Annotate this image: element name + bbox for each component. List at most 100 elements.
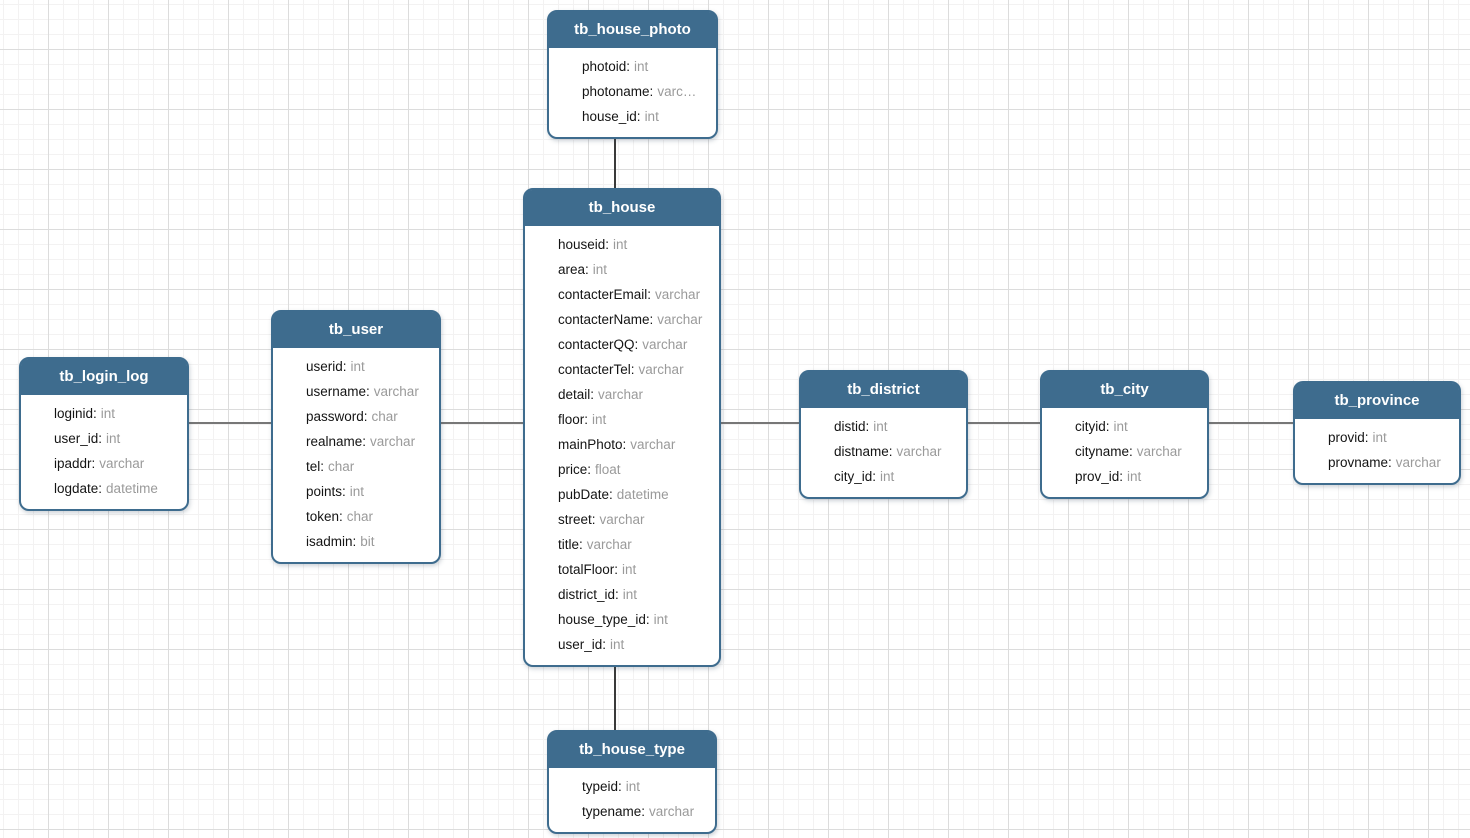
table-header-tb_province[interactable]: tb_province xyxy=(1295,383,1459,419)
field-name: provname: xyxy=(1328,455,1392,470)
field-name: contacterTel: xyxy=(558,362,635,377)
field-row-photoname: photoname:varc… xyxy=(549,79,716,104)
field-type: varchar xyxy=(373,384,419,399)
field-row-loginid: loginid:int xyxy=(21,401,187,426)
table-title: tb_user xyxy=(328,321,384,338)
field-name: tel: xyxy=(306,459,325,474)
field-type: int xyxy=(1113,419,1128,434)
field-name: photoid: xyxy=(582,59,631,74)
field-row-houseid: houseid:int xyxy=(525,232,719,257)
field-name: logdate: xyxy=(54,481,103,496)
field-row-district_id: district_id:int xyxy=(525,582,719,607)
field-row-photoid: photoid:int xyxy=(549,54,716,79)
field-row-contacterTel: contacterTel:varchar xyxy=(525,357,719,382)
field-name: detail: xyxy=(558,387,595,402)
field-type: int xyxy=(634,59,649,74)
table-title: tb_login_log xyxy=(59,368,149,385)
field-type: int xyxy=(1127,469,1142,484)
field-row-prov_id: prov_id:int xyxy=(1042,464,1207,489)
connector-tb_district-tb_city[interactable] xyxy=(964,422,1044,424)
field-name: houseid: xyxy=(558,237,610,252)
field-name: user_id: xyxy=(558,637,607,652)
field-type: varchar xyxy=(638,362,684,377)
table-header-tb_city[interactable]: tb_city xyxy=(1042,372,1207,408)
field-row-user_id: user_id:int xyxy=(525,632,719,657)
field-name: district_id: xyxy=(558,587,619,602)
field-type: datetime xyxy=(616,487,669,502)
field-type: int xyxy=(880,469,895,484)
table-title: tb_city xyxy=(1100,381,1149,398)
field-type: int xyxy=(610,637,625,652)
field-row-contacterName: contacterName:varchar xyxy=(525,307,719,332)
field-row-points: points:int xyxy=(273,479,439,504)
field-row-city_id: city_id:int xyxy=(801,464,966,489)
field-name: contacterQQ: xyxy=(558,337,639,352)
field-type: varchar xyxy=(586,537,632,552)
table-title: tb_province xyxy=(1334,392,1420,409)
field-name: mainPhoto: xyxy=(558,437,627,452)
table-header-tb_district[interactable]: tb_district xyxy=(801,372,966,408)
connector-tb_city-tb_province[interactable] xyxy=(1205,422,1297,424)
field-row-contacterEmail: contacterEmail:varchar xyxy=(525,282,719,307)
field-type: varchar xyxy=(630,437,676,452)
field-type: varchar xyxy=(370,434,416,449)
connector-tb_house_photo-tb_house[interactable] xyxy=(614,130,616,192)
table-title: tb_house xyxy=(588,199,656,216)
field-row-pubDate: pubDate:datetime xyxy=(525,482,719,507)
field-row-provname: provname:varchar xyxy=(1295,450,1459,475)
field-row-price: price:float xyxy=(525,457,719,482)
field-type: bit xyxy=(360,534,375,549)
connector-tb_user-tb_house[interactable] xyxy=(437,422,527,424)
field-type: int xyxy=(613,237,628,252)
field-row-cityid: cityid:int xyxy=(1042,414,1207,439)
field-type: varchar xyxy=(1395,455,1441,470)
field-row-contacterQQ: contacterQQ:varchar xyxy=(525,332,719,357)
field-name: typeid: xyxy=(582,779,622,794)
table-header-tb_user[interactable]: tb_user xyxy=(273,312,439,348)
field-name: title: xyxy=(558,537,583,552)
field-name: user_id: xyxy=(54,431,103,446)
connector-tb_login_log-tb_user[interactable] xyxy=(185,422,275,424)
table-header-tb_login_log[interactable]: tb_login_log xyxy=(21,359,187,395)
field-row-typeid: typeid:int xyxy=(549,774,715,799)
field-type: varchar xyxy=(655,287,701,302)
field-type: varchar xyxy=(649,804,695,819)
field-type: int xyxy=(622,562,637,577)
connector-tb_house-tb_house_type[interactable] xyxy=(614,662,616,734)
field-name: distname: xyxy=(834,444,893,459)
field-row-ipaddr: ipaddr:varchar xyxy=(21,451,187,476)
field-name: isadmin: xyxy=(306,534,357,549)
field-type: char xyxy=(371,409,398,424)
connector-tb_house-tb_district[interactable] xyxy=(717,422,803,424)
field-name: distid: xyxy=(834,419,870,434)
field-row-user_id: user_id:int xyxy=(21,426,187,451)
field-type: datetime xyxy=(106,481,158,496)
field-type: char xyxy=(346,509,374,524)
field-name: street: xyxy=(558,512,596,527)
field-row-isadmin: isadmin:bit xyxy=(273,529,439,554)
table-header-tb_house_photo[interactable]: tb_house_photo xyxy=(549,12,716,48)
field-row-logdate: logdate:datetime xyxy=(21,476,187,501)
table-title: tb_house_photo xyxy=(574,21,691,38)
table-header-tb_house[interactable]: tb_house xyxy=(525,190,719,226)
field-name: userid: xyxy=(306,359,347,374)
table-header-tb_house_type[interactable]: tb_house_type xyxy=(549,732,715,768)
field-type: int xyxy=(622,587,638,602)
field-row-area: area:int xyxy=(525,257,719,282)
